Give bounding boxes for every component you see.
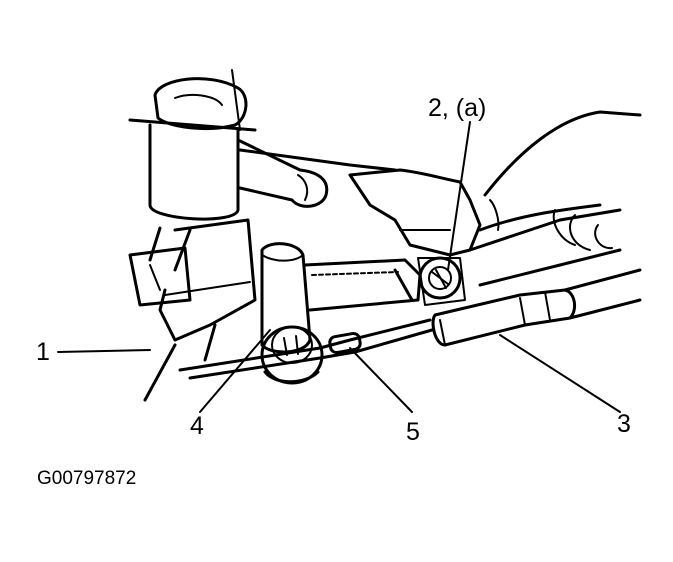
clamp-bolt (348, 168, 482, 306)
figure-id: G00797872 (37, 468, 137, 489)
callout-4: 4 (190, 412, 204, 440)
right-body (468, 110, 642, 287)
callout-1: 1 (36, 338, 50, 366)
callout-5: 5 (406, 418, 420, 446)
leader-1 (57, 349, 151, 353)
leader-lines (57, 121, 621, 413)
bracket-plate (128, 218, 257, 402)
upper-arm (236, 138, 397, 208)
leader-5 (349, 347, 413, 413)
cable-rod (178, 318, 434, 380)
leader-4 (199, 329, 271, 413)
serrated-rod (303, 258, 422, 312)
cable-housing (431, 268, 642, 347)
top-cap (128, 69, 257, 221)
callout-3: 3 (617, 410, 631, 438)
callout-2-a: 2, (a) (428, 94, 487, 122)
lever-arm (260, 242, 324, 385)
leader-3 (499, 334, 621, 413)
leader-2 (447, 121, 471, 271)
